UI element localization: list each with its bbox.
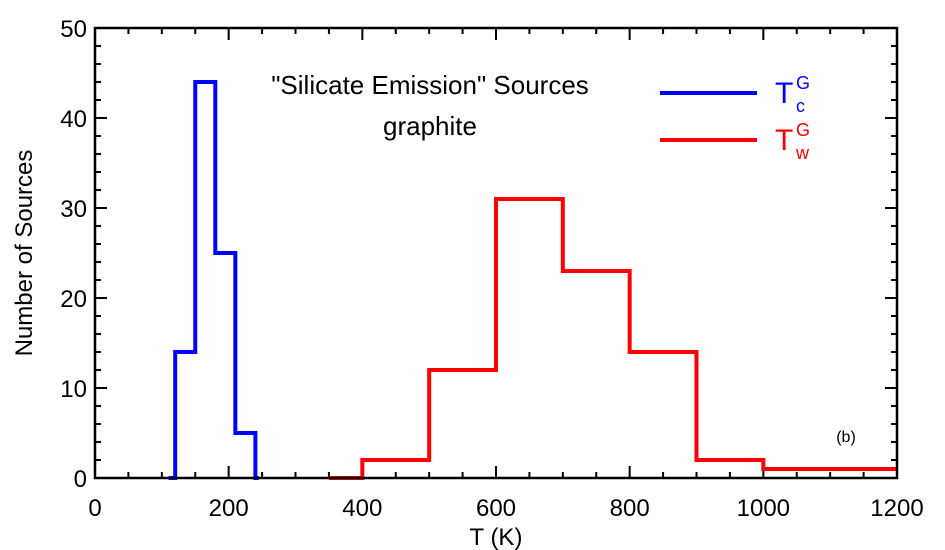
annotation-title: "Silicate Emission" Sources <box>271 70 589 100</box>
plot-frame <box>93 26 899 480</box>
legend-label-main: T <box>775 77 793 110</box>
y-tick-label: 20 <box>60 286 87 313</box>
x-axis-label: T (K) <box>470 524 523 550</box>
legend-label-sup: G <box>796 120 810 140</box>
legend-label-sup: G <box>796 73 810 93</box>
series-line-w <box>328 197 897 480</box>
y-tick-label: 50 <box>60 16 87 43</box>
series-layer <box>168 80 897 480</box>
y-tick-label: 40 <box>60 106 87 133</box>
x-tick-label: 1000 <box>737 495 790 522</box>
x-tick-label: 1200 <box>870 495 923 522</box>
tick-labels: 0 200 400 600 800 1000 1200 0 10 20 30 40 50 <box>60 16 923 522</box>
x-tick-label: 600 <box>476 495 516 522</box>
x-tick-label: 200 <box>209 495 249 522</box>
y-axis-label: Number of Sources <box>11 150 38 357</box>
series-line-c <box>168 80 259 480</box>
y-tick-label: 30 <box>60 196 87 223</box>
legend-label-sub: w <box>795 143 810 163</box>
panel-label: (b) <box>836 429 856 446</box>
legend-label-main: T <box>775 124 793 157</box>
legend-label-sub: c <box>796 96 805 116</box>
y-tick-label: 0 <box>74 466 87 493</box>
x-tick-label: 400 <box>342 495 382 522</box>
x-tick-label: 800 <box>610 495 650 522</box>
annotation-subtitle: graphite <box>383 111 477 141</box>
x-tick-label: 0 <box>88 495 101 522</box>
y-tick-label: 10 <box>60 376 87 403</box>
